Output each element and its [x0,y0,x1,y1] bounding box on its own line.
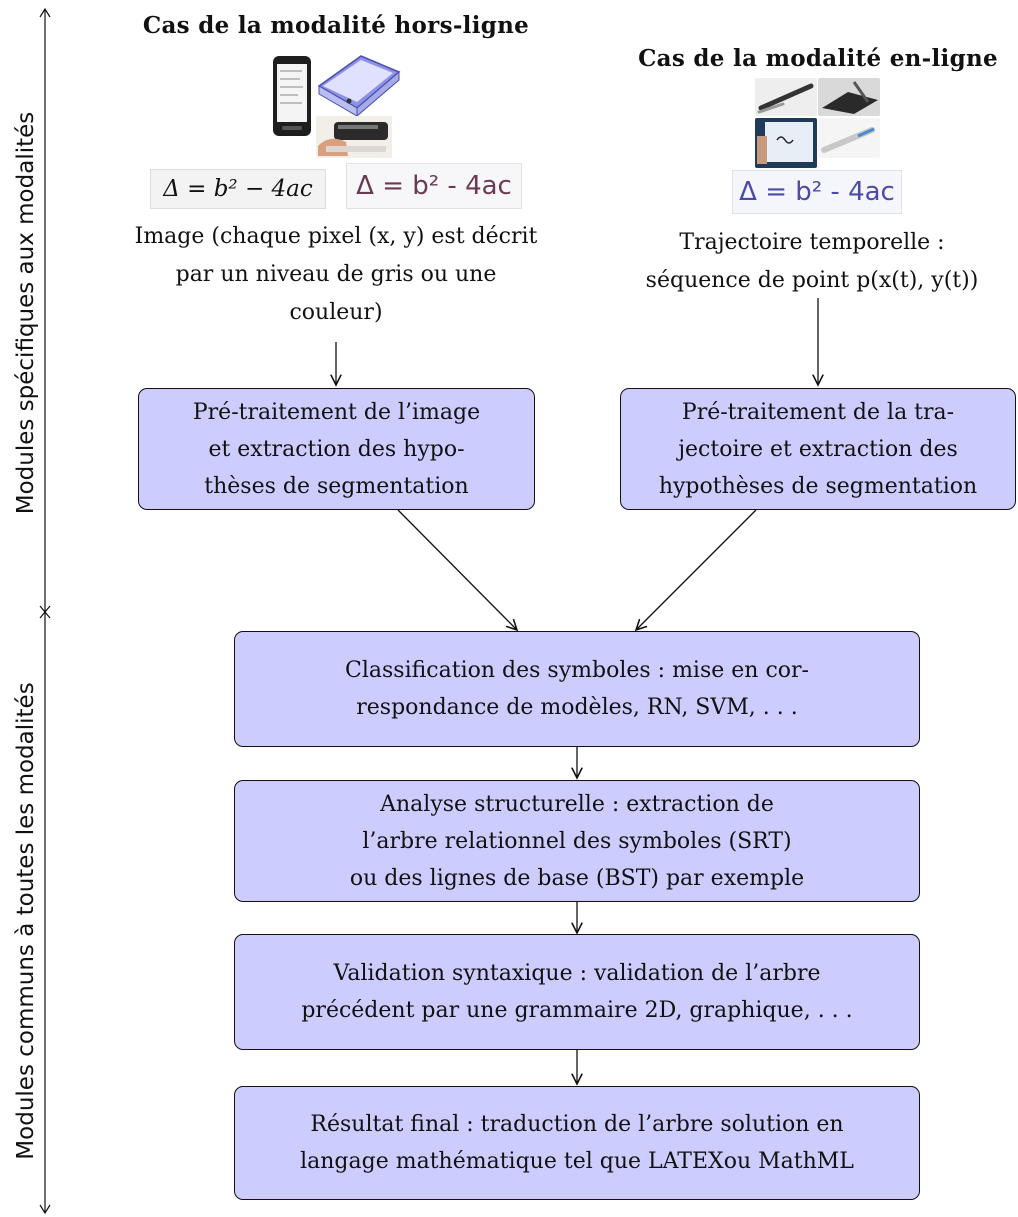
handheld-scanner-image [316,116,392,158]
online-description-line-1: Trajectoire temporelle : [679,230,945,255]
digital-pen-image [755,78,817,116]
box-syntax-line-2: précédent par une grammaire 2D, graphiqu… [301,998,853,1023]
box-preprocess-trajectory-line-1: Pré-traitement de la tra- [681,399,955,425]
box-structural-line-2: l’arbre relationnel des symboles (SRT) [362,828,792,854]
box-syntax-line-1: Validation syntaxique : validation de l’… [333,961,821,986]
online-handwritten-formula-frame: Δ = b² - 4ac [732,170,902,214]
side-axis-separator [39,605,51,619]
box-preprocess-image: Pré-traitement de l’image et extraction … [138,388,535,510]
offline-description-line-3: couleur) [289,300,383,325]
graphics-tablet-image [818,78,880,116]
offline-printed-formula-frame: Δ = b² − 4ac [150,169,326,209]
box-preprocess-image-line-2: et extraction des hypo- [208,436,465,462]
online-heading: Cas de la modalité en-ligne [638,45,998,72]
box-structural-analysis: Analyse structurelle : extraction de l’a… [234,780,920,902]
side-axis-bottom-arrow [39,1204,51,1215]
side-label-common: Modules communs à toutes les modalités [13,682,39,1160]
box-preprocess-trajectory-line-3: hypothèses de segmentation [658,473,978,499]
box-preprocess-trajectory: Pré-traitement de la tra- jectoire et ex… [620,388,1016,510]
offline-printed-formula: Δ = b² − 4ac [163,176,313,202]
smartphone-image [273,56,311,136]
box-result-line-2: langage mathématique tel que LATEXou Mat… [300,1149,854,1174]
box-classification: Classification des symboles : mise en co… [234,631,920,747]
interactive-whiteboard-image [755,118,817,168]
box-syntax-validation: Validation syntaxique : validation de l’… [234,934,920,1050]
offline-heading: Cas de la modalité hors-ligne [142,12,530,39]
offline-handwritten-formula-frame: Δ = b² - 4ac [346,163,522,209]
box-structural-line-1: Analyse structurelle : extraction de [380,791,774,817]
side-axis-top-arrow [39,7,51,18]
offline-description: Image (chaque pixel (x, y) est décrit pa… [96,218,576,332]
side-label-specific: Modules spécifiques aux modalités [13,111,39,515]
offline-handwritten-formula: Δ = b² - 4ac [356,171,512,201]
box-classification-line-2: respondance de modèles, RN, SVM, . . . [356,695,798,720]
box-result-line-1: Résultat final : traduction de l’arbre s… [310,1112,844,1137]
flatbed-scanner-image [317,55,401,118]
box-final-result: Résultat final : traduction de l’arbre s… [234,1086,920,1200]
online-handwritten-formula: Δ = b² - 4ac [739,177,895,207]
box-preprocess-image-line-1: Pré-traitement de l’image [192,399,481,425]
box-classification-line-1: Classification des symboles : mise en co… [345,658,809,683]
online-description: Trajectoire temporelle : séquence de poi… [602,224,1018,300]
box-preprocess-image-line-3: thèses de segmentation [204,473,469,499]
arrow-trajectory-to-classification [636,509,757,630]
box-structural-line-3: ou des lignes de base (BST) par exemple [349,865,805,891]
offline-description-line-2: par un niveau de gris ou une [175,262,497,287]
stylus-image [818,118,880,158]
offline-description-line-1: Image (chaque pixel (x, y) est décrit [134,224,538,249]
box-preprocess-trajectory-line-2: jectoire et extraction des [678,436,958,462]
online-description-line-2: séquence de point p(x(t), y(t)) [645,268,979,293]
arrow-image-to-classification [397,509,517,630]
